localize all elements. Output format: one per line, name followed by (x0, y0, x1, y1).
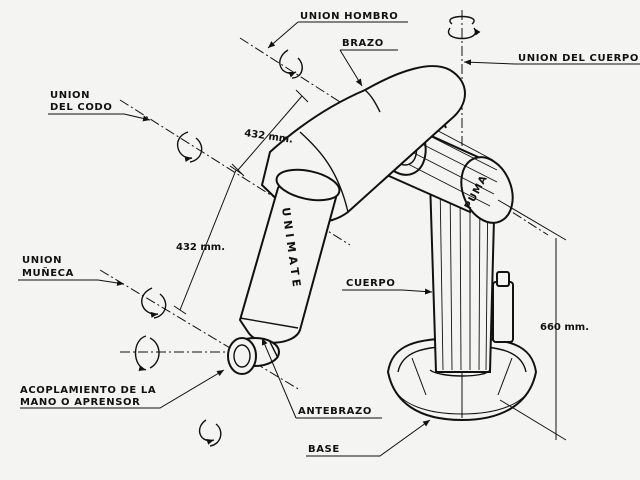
dimension-body-height (497, 199, 567, 441)
dimension-upper-arm-text: 432 mm. (244, 128, 294, 146)
label-union-del-codo-line2: DEL CODO (50, 102, 112, 113)
wrist-rotation-arrow-icon (141, 287, 167, 319)
dimension-body-height-text: 660 mm. (540, 322, 589, 333)
shoulder-rotation-arrow-icon (279, 49, 303, 79)
robot-body-column (428, 179, 514, 377)
label-brazo: BRAZO (342, 38, 384, 49)
leader-union-del-cuerpo (463, 59, 640, 66)
gripper-rotation-arrow-icon (134, 335, 160, 371)
leader-brazo (339, 49, 398, 86)
label-union-del-codo-line1: UNION (50, 90, 90, 101)
label-cuerpo: CUERPO (346, 278, 395, 289)
wrist-axis (99, 269, 301, 391)
leader-cuerpo (342, 288, 433, 295)
leader-union-hombro (268, 21, 408, 48)
hand-rotation-arrow-icon (198, 419, 222, 447)
label-union-del-cuerpo: UNION DEL CUERPO (518, 53, 639, 64)
dimension-forearm (173, 165, 243, 315)
label-acoplamiento-line2: MANO O APRENSOR (20, 397, 140, 408)
elbow-rotation-arrow-icon (176, 131, 203, 163)
body-rotation-arrow-icon (447, 15, 481, 40)
label-antebrazo: ANTEBRAZO (298, 406, 372, 417)
robot-base (386, 336, 538, 422)
leader-antebrazo (262, 338, 382, 419)
leader-base (306, 419, 431, 457)
label-acoplamiento-line1: ACOPLAMIENTO DE LA (20, 385, 156, 396)
label-union-muneca-line2: MUÑECA (22, 266, 74, 279)
leader-union-del-codo (48, 113, 151, 122)
label-base: BASE (308, 444, 340, 455)
leader-union-muneca (18, 279, 125, 286)
label-union-muneca-line1: UNION (22, 255, 62, 266)
leader-acoplamiento (20, 369, 225, 409)
label-union-hombro: UNION HOMBRO (300, 11, 398, 22)
dimension-forearm-text: 432 mm. (176, 242, 225, 253)
robot-wrist-gripper (227, 337, 280, 375)
